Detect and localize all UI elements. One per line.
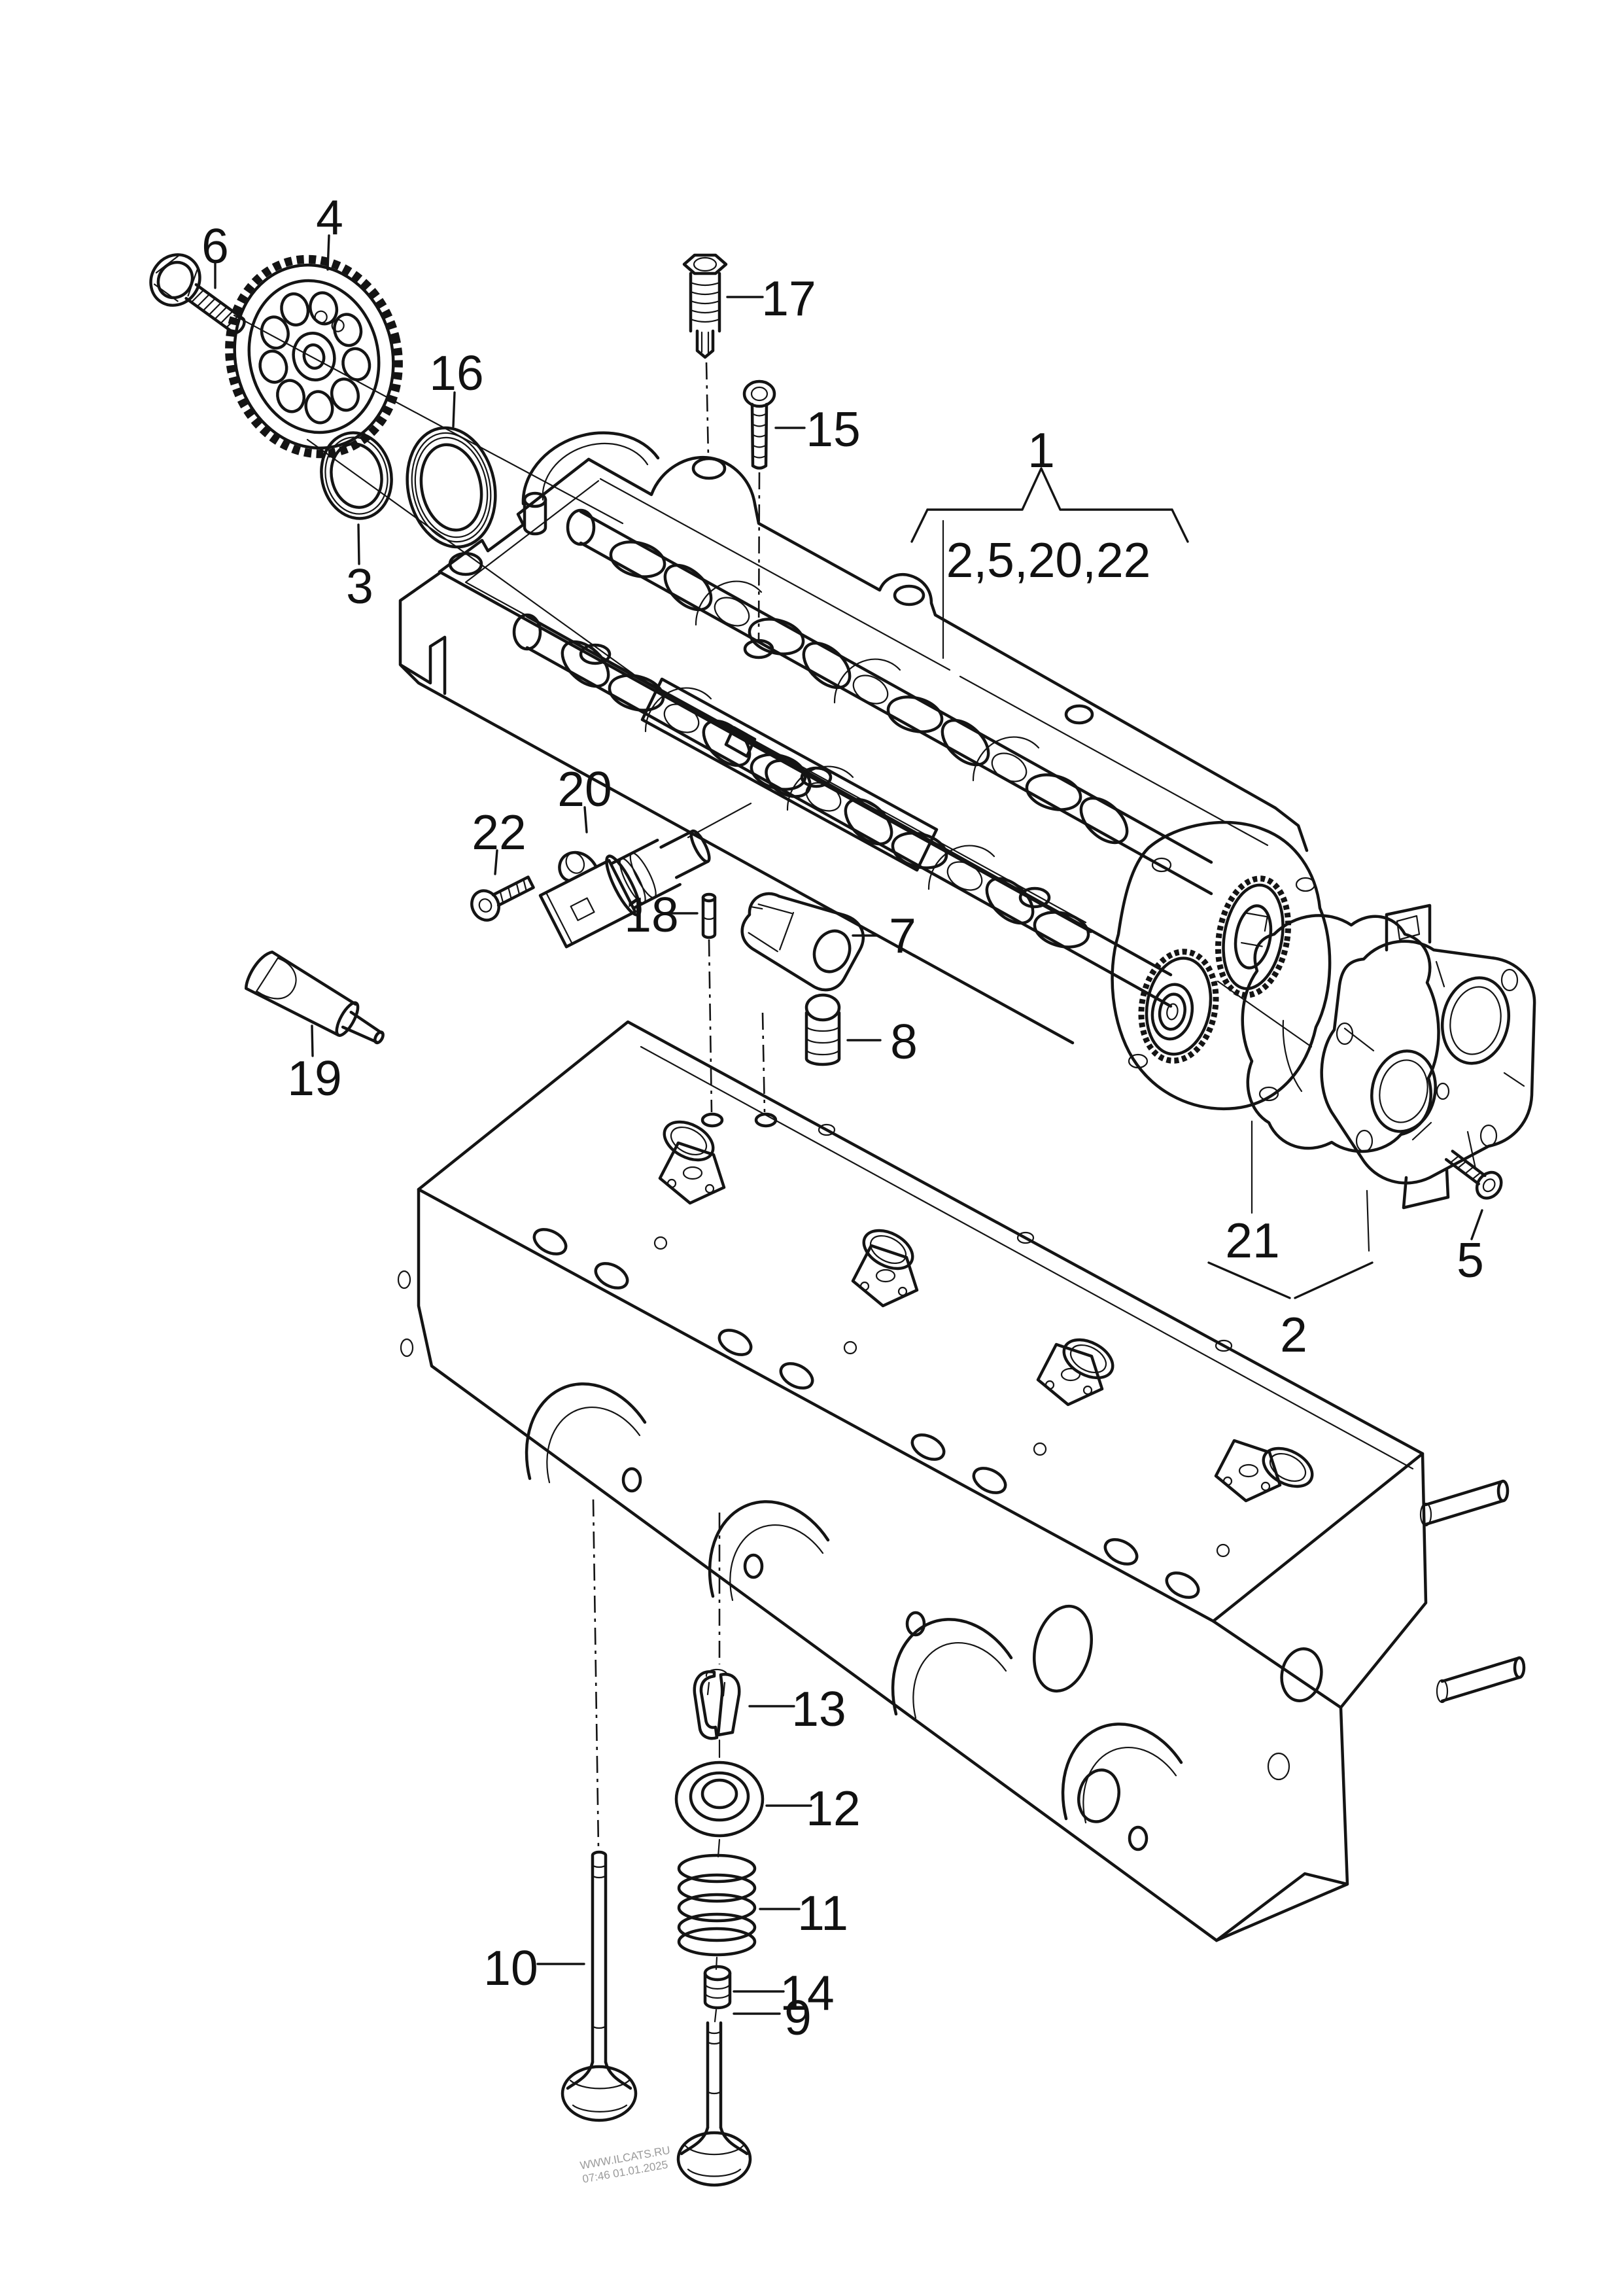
callout-group-members: 2,5,20,22 — [946, 533, 1151, 587]
camshaft-position-sensor: 20 — [538, 762, 711, 949]
callout-18: 18 — [624, 887, 678, 942]
callout-7: 7 — [889, 908, 916, 963]
hydraulic-tappet: 8 — [804, 993, 918, 1069]
callout-11: 11 — [797, 1885, 848, 1940]
sealant-tube: 19 — [245, 950, 385, 1106]
group-bracket-2 — [1207, 1261, 1373, 1299]
callout-19: 19 — [287, 1051, 341, 1106]
callout-21-2-group: 21 2 — [1207, 1120, 1373, 1362]
exhaust-valve: 9 — [676, 1990, 812, 2187]
camshaft-seal-large — [406, 426, 497, 549]
callout-3-group: 3 — [346, 523, 373, 614]
camshaft-timing-gear — [225, 254, 403, 459]
timing-cover-gasket — [1241, 914, 1440, 1153]
leader-16 — [452, 391, 456, 428]
camshaft-drive-gear-upper — [1215, 875, 1292, 998]
camshaft-drive-gear-lower — [1138, 949, 1219, 1064]
callout-5: 5 — [1457, 1233, 1484, 1288]
callout-1-bracket-group: 1 2,5,20,22 — [910, 423, 1189, 659]
callout-8: 8 — [890, 1014, 918, 1069]
camshaft-seal-small — [320, 431, 393, 520]
leader-19 — [311, 1025, 314, 1057]
timing-cover-plate — [1320, 903, 1536, 1210]
watermark: WWW.ILCATS.RU 07:46 01.01.2025 — [579, 2144, 671, 2186]
callout-3: 3 — [346, 559, 373, 614]
housing-end-plate — [1111, 820, 1332, 1111]
callout-14: 14 — [780, 1965, 834, 2020]
assembly-axis-7 — [761, 1012, 766, 1113]
camshaft-gear-bolt: 6 — [149, 219, 246, 335]
callout-17: 17 — [761, 271, 816, 326]
callout-9: 9 — [784, 1990, 812, 2045]
valve-keepers: 13 — [693, 1668, 846, 1740]
callout-13: 13 — [791, 1681, 846, 1736]
head-bores — [663, 1120, 1314, 1488]
leader-22 — [494, 849, 498, 875]
rocker-arm: 7 — [740, 892, 916, 1128]
exhaust-camshaft — [566, 508, 1213, 896]
valve-axis-left — [592, 1499, 600, 1849]
dowel-pin: 18 — [624, 887, 724, 1128]
intake-valve: 10 — [483, 1850, 638, 2122]
group-bracket — [910, 467, 1189, 543]
intake-camshaft — [512, 613, 1173, 1008]
leader-3 — [357, 523, 360, 565]
assembly-axis-17 — [705, 362, 710, 459]
sensor-bolt: 22 — [470, 805, 535, 922]
callout-2: 2 — [1280, 1307, 1307, 1362]
cylinder-head — [397, 1020, 1526, 1942]
sealing-plug: 17 — [682, 253, 816, 480]
callout-22: 22 — [472, 805, 526, 860]
alignment-lines — [233, 314, 1477, 1170]
assembly-axis-18 — [708, 939, 713, 1113]
callout-15: 15 — [806, 402, 860, 457]
leader-20 — [583, 806, 588, 833]
valve-seat-ports — [532, 1228, 1200, 1599]
valve-spring: 11 — [677, 1853, 848, 1957]
leader-5 — [1470, 1209, 1483, 1240]
callout-16: 16 — [429, 345, 483, 400]
head-towers — [658, 1141, 1282, 1503]
cover-bolt: 5 — [1444, 1149, 1503, 1288]
valve-stem-seal: 14 — [703, 1965, 835, 2020]
leader-cover — [1366, 1189, 1370, 1252]
callout-10: 10 — [483, 1940, 538, 1995]
callout-16-group: 16 — [429, 345, 484, 428]
leader-4 — [326, 234, 330, 271]
callout-21: 21 — [1225, 1213, 1279, 1268]
camshaft-housing — [398, 431, 1332, 1111]
callout-4-group: 4 — [316, 190, 343, 271]
valve-train: 13 12 11 14 — [483, 1499, 861, 2187]
callout-12: 12 — [806, 1781, 860, 1836]
housing-bolt: 15 — [742, 379, 861, 659]
valve-spring-retainer: 12 — [674, 1761, 861, 1838]
